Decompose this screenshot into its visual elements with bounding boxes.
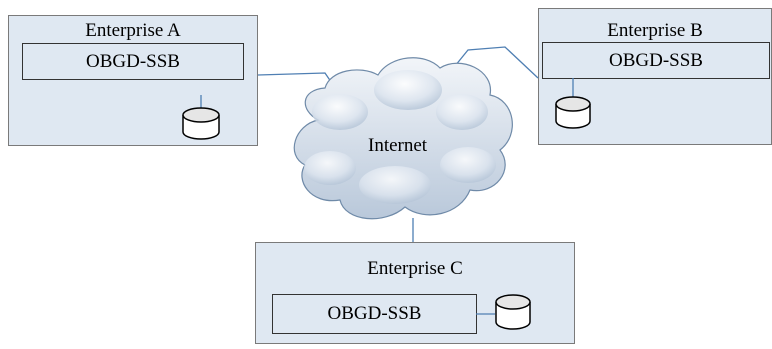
internet-cloud [293, 57, 513, 220]
internet-label: Internet [368, 135, 428, 156]
enterprise-a-obgd-ssb: OBGD-SSB [22, 43, 244, 80]
enterprise-c-title: Enterprise C [367, 258, 463, 279]
enterprise-b-title: Enterprise B [607, 20, 703, 41]
enterprise-a-title: Enterprise A [85, 20, 181, 41]
database-b-icon [555, 78, 591, 129]
database-c-icon [476, 294, 531, 330]
enterprise-a-box: Enterprise A OBGD-SSB [8, 15, 258, 146]
enterprise-b-obgd-ssb: OBGD-SSB [542, 42, 770, 79]
database-a-icon [182, 95, 220, 140]
enterprise-c-obgd-ssb: OBGD-SSB [272, 294, 477, 334]
link-b-to-internet [454, 46, 539, 79]
